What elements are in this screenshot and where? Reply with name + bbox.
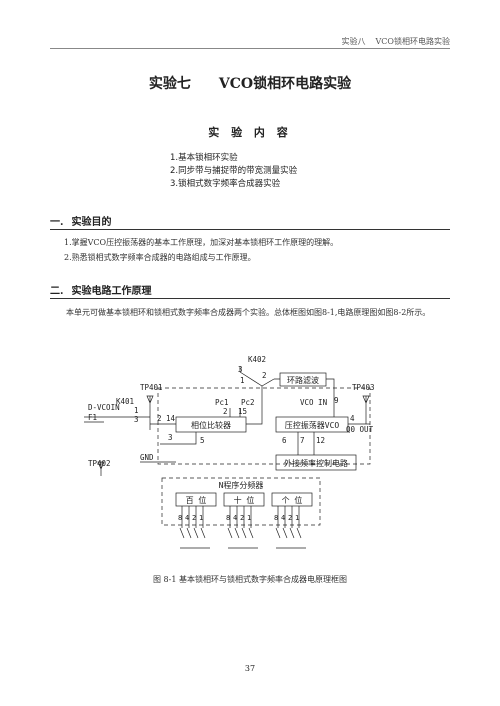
title-number: 实验七: [148, 76, 191, 92]
page-title: 实验七 VCO锁相环电路实验: [0, 73, 500, 93]
pin-label: 6: [282, 436, 287, 445]
svg-text:8: 8: [226, 514, 230, 522]
contents-item: 3.锁相式数字频率合成器实验: [170, 179, 281, 189]
pin-label: 2: [157, 414, 162, 423]
pin-label: 1: [240, 376, 245, 385]
svg-text:1: 1: [247, 514, 251, 522]
section1-rule: [50, 229, 450, 230]
input-wires: [84, 410, 176, 430]
phase-comparator-block: [175, 416, 247, 433]
pll-dashed-frame: [157, 387, 371, 465]
svg-text:1: 1: [199, 514, 203, 522]
contents-list: 1.基本锁相环实验 2.同步带与捕捉带的带宽测量实验 3.锁相式数字频率合成器实…: [170, 152, 297, 191]
svg-text:2: 2: [288, 514, 292, 522]
objective-item: 1.掌握VCO压控振荡器的基本工作原理，加深对基本锁相环工作原理的理解。: [64, 238, 339, 247]
tp403-label: TP403: [352, 383, 375, 392]
svg-text:8: 8: [178, 514, 182, 522]
title-text: VCO锁相环电路实验: [218, 76, 352, 92]
svg-text:8: 8: [274, 514, 278, 522]
svg-text:4: 4: [233, 514, 237, 522]
tens-switches: [227, 506, 258, 549]
header-rule: [50, 48, 450, 49]
gnd-wire: [140, 432, 197, 463]
tp402-marker: [97, 461, 105, 476]
pin-label: 1: [134, 406, 139, 415]
header-topic: VCO锁相环电路实验: [375, 37, 450, 46]
pin-label: 14: [166, 414, 176, 423]
pin-label: 7: [300, 436, 305, 445]
pin-label: 9: [334, 396, 339, 405]
ext-freq-ctrl-block: [275, 454, 357, 471]
page-number: 37: [244, 664, 256, 673]
contents-item: 1.基本锁相环实验: [170, 153, 238, 163]
pc1-label: Pc1: [215, 398, 229, 407]
hundreds-switches: [179, 506, 210, 549]
pin-label: 12: [316, 436, 325, 445]
pc2-label: Pc2: [241, 398, 255, 407]
tp401-marker: [146, 395, 154, 410]
q0-out-label: Q0 OUT: [346, 425, 374, 434]
divider-dashed-frame: [161, 477, 321, 526]
f1-label: F1: [88, 413, 97, 422]
k402-switch: [239, 366, 280, 425]
header-experiment: 实验八: [341, 37, 366, 46]
section1-number: 一.: [50, 217, 64, 228]
section1-heading: 一. 实验目的: [50, 213, 111, 228]
pin-label: 3: [134, 415, 139, 424]
section2-paragraph: 本单元可做基本锁相环和锁相式数字频率合成器两个实验。总体框图如图8-1,电路原理…: [66, 308, 431, 317]
svg-text:2: 2: [240, 514, 244, 522]
running-header: 实验八 VCO锁相环电路实验: [332, 36, 450, 47]
gnd-label: GND: [140, 453, 154, 462]
pin-label: 5: [200, 436, 205, 445]
section1-title: 实验目的: [71, 217, 112, 228]
tp403-marker: [348, 395, 370, 425]
hundreds-label: 百 位: [186, 495, 207, 505]
vco-ext-wires: [297, 432, 315, 455]
svg-text:2: 2: [192, 514, 196, 522]
pin-label: 15: [238, 407, 247, 416]
loop-filter-block: [279, 372, 327, 387]
vco-label: 压控振荡器VCO: [285, 420, 340, 430]
k402-label: K402: [248, 355, 266, 364]
pc-wires: [229, 408, 241, 417]
vco-in-wire: [326, 378, 335, 417]
section2-number: 二.: [50, 286, 64, 297]
ext-freq-ctrl-label: 外接频率控制电路: [284, 458, 348, 468]
pin-label: 2: [223, 407, 228, 416]
divider-label: N程序分频器: [219, 480, 264, 490]
units-label: 个 位: [282, 495, 303, 505]
vco-block: [275, 416, 349, 433]
loop-filter-label: 环路滤波: [287, 375, 319, 385]
tens-label: 十 位: [234, 495, 255, 505]
svg-text:4: 4: [281, 514, 285, 522]
objective-item: 2.熟悉锁相式数字频率合成器的电路组成与工作原理。: [64, 253, 256, 262]
pin-label: 3: [168, 433, 173, 442]
units-switches: [275, 506, 306, 549]
pin-label: 4: [350, 414, 355, 423]
k401-label: K401: [116, 397, 134, 406]
svg-text:1: 1: [295, 514, 299, 522]
contents-heading: 实 验 内 容: [208, 126, 292, 139]
svg-text:4: 4: [185, 514, 189, 522]
tp402-label: TP402: [88, 459, 111, 468]
pll-block-diagram: 相位比较器 压控振荡器VCO 外接频率控制电路 环路滤波 N程序分频器 百 位 …: [84, 355, 375, 549]
contents-item: 2.同步带与捕捉带的带宽测量实验: [170, 166, 298, 176]
tp401-label: TP401: [140, 383, 163, 392]
section2-rule: [50, 298, 450, 299]
vco-in-label: VCO IN: [300, 398, 327, 407]
pin-label: 3: [238, 365, 243, 374]
dvcoin-label: D-VCOIN: [88, 403, 120, 412]
pin-label: 2: [262, 371, 267, 380]
section2-title: 实验电路工作原理: [71, 286, 152, 297]
phase-comparator-label: 相位比较器: [191, 420, 231, 430]
section2-heading: 二. 实验电路工作原理: [50, 282, 151, 297]
figure-caption: 图 8-1 基本锁相环与锁相式数字频率合成器电原理框图: [153, 575, 347, 584]
